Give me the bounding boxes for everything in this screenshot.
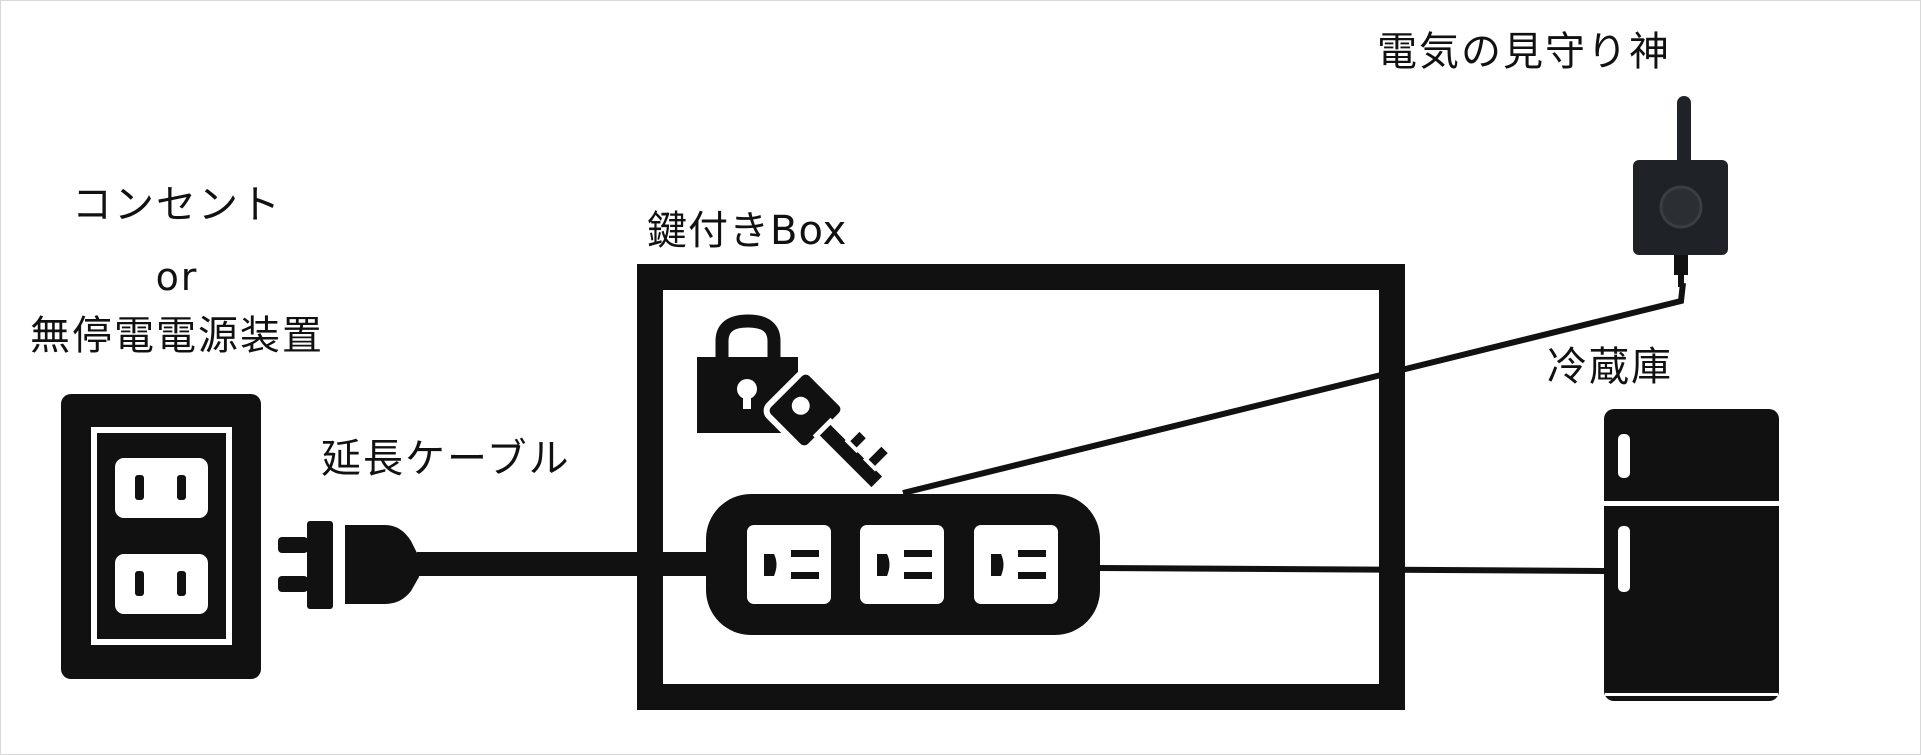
sensor-device-icon [1633,96,1728,287]
outlet-label-line-3: 無停電電源装置 [30,313,324,359]
key-icon [763,368,894,495]
extension-cable-label: 延長ケーブル [321,436,571,482]
locked-box-frame [637,264,1405,710]
refrigerator-cable [1099,565,1605,574]
extension-cable [417,552,707,576]
power-strip-icon [706,494,1100,635]
sensor-cable [902,282,1686,496]
electric-guardian-label: 電気の見守り神 [1377,29,1671,75]
locked-box-label: 鍵付きBox [647,208,848,254]
refrigerator-label: 冷蔵庫 [1547,344,1673,390]
plug-icon [278,521,419,609]
wall-outlet-icon [61,394,261,679]
outlet-label-line-1: コンセント [72,182,282,228]
refrigerator-icon [1604,409,1779,701]
outlet-label-line-2: or [155,255,199,299]
